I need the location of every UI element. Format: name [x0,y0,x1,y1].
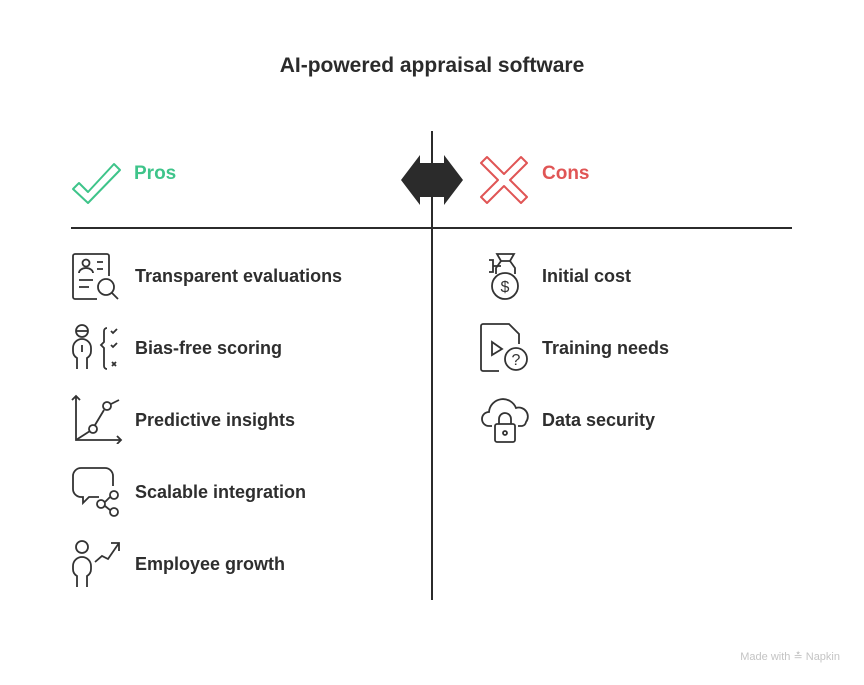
line-graph-icon [71,394,123,444]
credit-text: Made with [740,651,791,663]
horizontal-divider [71,227,792,229]
pros-item-label: Scalable integration [135,482,307,502]
cons-header: Cons [542,163,590,184]
pros-item-label: Transparent evaluations [135,266,343,286]
svg-text:$: $ [501,279,510,296]
made-with-napkin-credit: Made with ≛ Napkin [740,650,840,663]
pros-item-label: Bias-free scoring [135,338,283,358]
x-mark-icon [479,155,529,205]
cloud-lock-icon [480,396,532,446]
checkmark-icon [71,156,123,206]
svg-text:?: ? [512,352,521,369]
pros-item-label: Employee growth [135,554,286,574]
money-bag-icon: $ [485,252,525,302]
person-checklist-icon [71,322,123,372]
pros-header: Pros [134,163,177,184]
profile-search-icon [71,252,121,302]
cons-item-label: Data security [542,410,656,430]
napkin-logo-icon: ≛ [793,651,803,663]
diagram-title: AI-powered appraisal software [279,54,585,77]
cons-item-label: Training needs [542,338,670,358]
cons-item-label: Initial cost [542,266,632,286]
chat-share-icon [71,466,123,518]
double-arrow-icon [400,154,464,206]
brand-text: Napkin [805,651,840,663]
person-growth-icon [71,538,123,590]
vertical-divider [431,131,433,600]
pros-item-label: Predictive insights [135,410,296,430]
video-question-icon: ? [479,322,531,374]
